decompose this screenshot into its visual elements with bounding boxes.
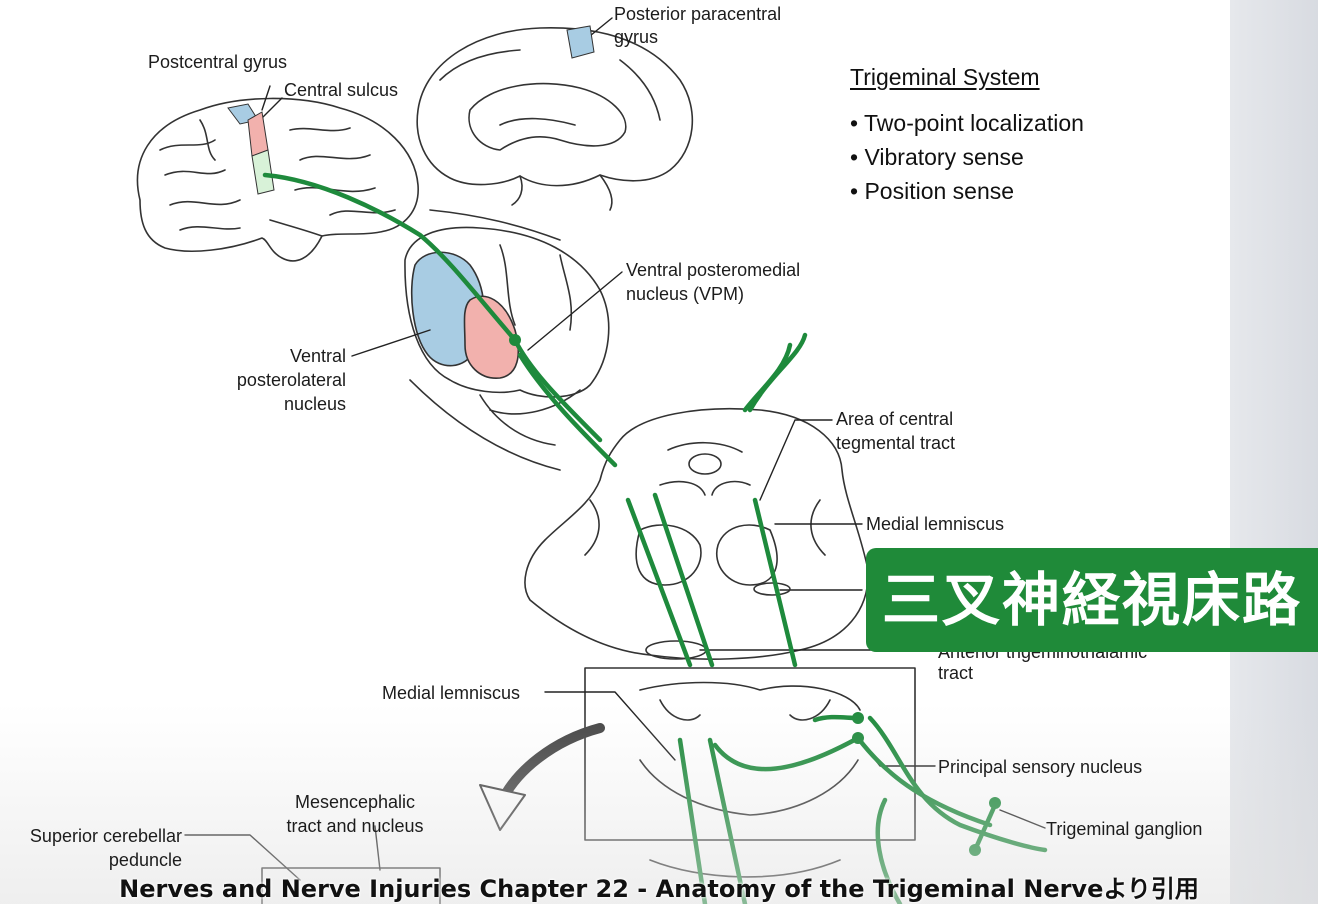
label-central-tegmental-1: Area of central — [836, 409, 954, 429]
label-central-tegmental-2: tegmental tract — [836, 433, 956, 453]
paracentral-blue-patch — [566, 25, 595, 59]
list-item: Vibratory sense — [850, 140, 1084, 174]
label-superior-cerebellar-2: peduncle — [108, 850, 182, 870]
pons-section-illustration — [584, 667, 916, 878]
anterior-tract-marker — [645, 640, 707, 660]
tegmental-marker — [753, 582, 791, 596]
label-postcentral-gyrus: Postcentral gyrus — [148, 52, 288, 72]
label-central-sulcus: Central sulcus — [284, 80, 399, 100]
label-anterior-trigeminothalamic-2: tract — [938, 663, 974, 683]
thalamus-illustration — [404, 209, 610, 471]
label-vpl-3: nucleus — [283, 394, 346, 414]
label-vpl-2: posterolateral — [236, 370, 346, 390]
face-area-patch — [251, 149, 275, 195]
label-medial-lemniscus-upper: Medial lemniscus — [866, 514, 1005, 534]
label-posterior-paracentral-1: Posterior paracentral — [614, 4, 782, 24]
list-item: Two-point localization — [850, 106, 1084, 140]
label-principal-sensory-nucleus: Principal sensory nucleus — [938, 757, 1143, 777]
japanese-title-banner: 三叉神経視床路 — [866, 548, 1318, 652]
label-vpl-1: Ventral — [289, 346, 346, 366]
label-vpm-2: nucleus (VPM) — [626, 284, 745, 304]
trigeminal-system-list: Two-point localization Vibratory sense P… — [850, 106, 1084, 208]
list-item: Position sense — [850, 174, 1084, 208]
vpm-pink-region — [463, 295, 520, 379]
label-mesencephalic-2: tract and nucleus — [286, 816, 424, 836]
label-vpm-1: Ventral posteromedial — [626, 260, 801, 280]
label-trigeminal-ganglion: Trigeminal ganglion — [1046, 819, 1203, 839]
label-posterior-paracentral-2: gyrus — [614, 27, 659, 47]
central-pink-patch — [247, 111, 269, 157]
lateral-brain-illustration — [136, 97, 419, 262]
label-medial-lemniscus-lower: Medial lemniscus — [382, 683, 521, 703]
trigeminal-system-title: Trigeminal System — [850, 64, 1040, 90]
label-mesencephalic-1: Mesencephalic — [294, 792, 416, 812]
large-arrowhead — [479, 784, 526, 831]
medial-brain-illustration — [416, 27, 694, 211]
label-superior-cerebellar-1: Superior cerebellar — [29, 826, 182, 846]
source-caption: Nerves and Nerve Injuries Chapter 22 - A… — [119, 875, 1199, 903]
